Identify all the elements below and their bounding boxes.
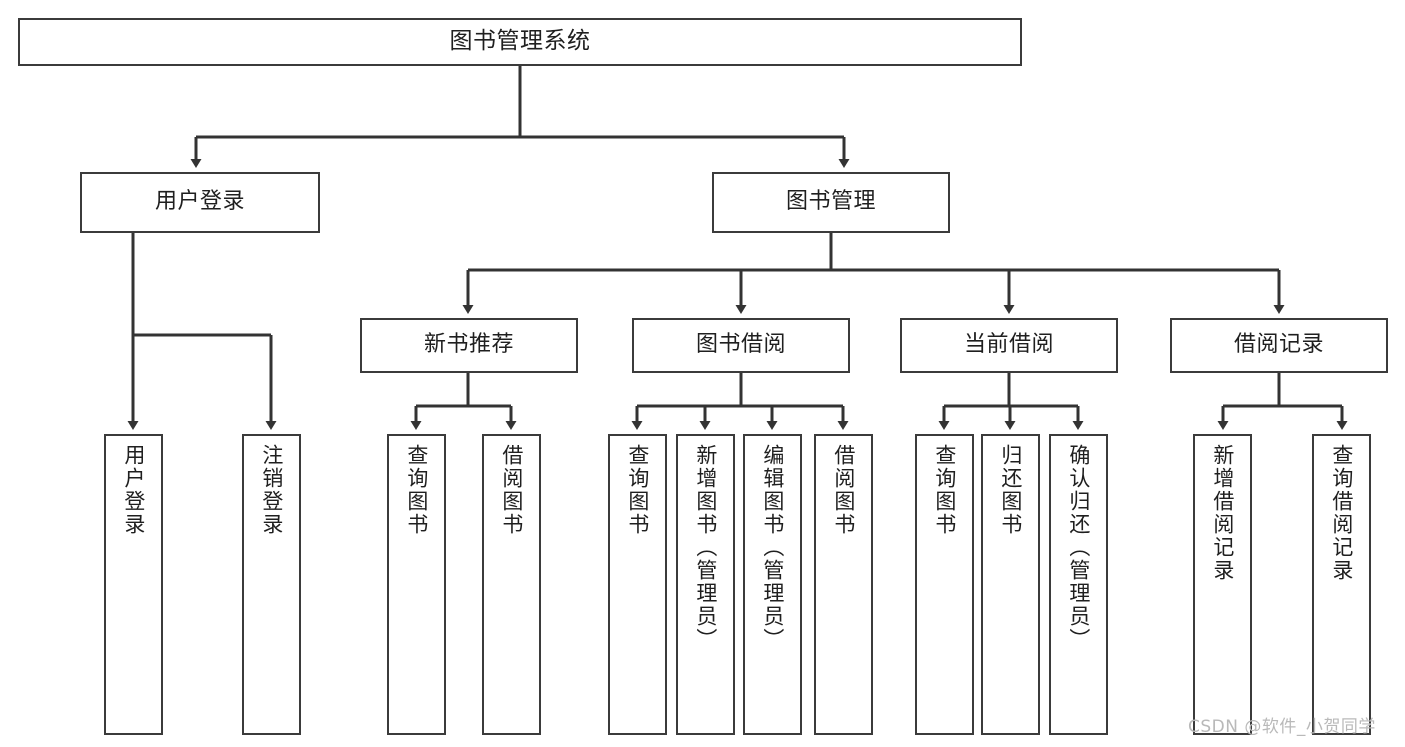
- node-user-login[interactable]: 用户登录: [80, 172, 320, 233]
- node-leaf-borrow-book-1[interactable]: 借阅图书: [482, 434, 541, 735]
- edge-record-to-leaves: [1217, 373, 1348, 430]
- node-leaf-edit-book[interactable]: 编辑图书（管理员）: [743, 434, 802, 735]
- edge-root-to-level2: [190, 66, 850, 168]
- node-leaf-add-record[interactable]: 新增借阅记录: [1193, 434, 1252, 735]
- node-leaf-query-record[interactable]: 查询借阅记录: [1312, 434, 1371, 735]
- node-borrow-record-label: 借阅记录: [1233, 332, 1324, 358]
- node-leaf-return-book-label: 归还图书: [998, 444, 1023, 536]
- node-root-system[interactable]: 图书管理系统: [18, 18, 1022, 66]
- edge-borrow-to-leaves: [631, 373, 849, 430]
- node-new-book-recommend-label: 新书推荐: [423, 332, 514, 358]
- node-book-borrow[interactable]: 图书借阅: [632, 318, 850, 373]
- csdn-watermark: CSDN @软件_小贺同学: [1188, 717, 1376, 737]
- node-current-borrow[interactable]: 当前借阅: [900, 318, 1118, 373]
- node-leaf-query-book-3[interactable]: 查询图书: [915, 434, 974, 735]
- node-leaf-logout-login[interactable]: 注销登录: [242, 434, 301, 735]
- node-leaf-query-book-1[interactable]: 查询图书: [387, 434, 446, 735]
- edge-current-to-leaves: [938, 373, 1084, 430]
- edge-userlogin-to-leaves: [127, 233, 277, 430]
- node-leaf-confirm-return-label: 确认归还（管理员）: [1066, 444, 1091, 651]
- node-user-login-label: 用户登录: [154, 189, 245, 215]
- node-leaf-query-book-2[interactable]: 查询图书: [608, 434, 667, 735]
- node-leaf-borrow-book-2[interactable]: 借阅图书: [814, 434, 873, 735]
- node-leaf-query-book-3-label: 查询图书: [932, 444, 957, 536]
- node-leaf-query-book-2-label: 查询图书: [625, 444, 650, 536]
- edge-recommend-to-leaves: [410, 373, 517, 430]
- node-leaf-borrow-book-2-label: 借阅图书: [831, 444, 856, 536]
- node-book-borrow-label: 图书借阅: [695, 332, 786, 358]
- node-book-manage-label: 图书管理: [785, 189, 876, 215]
- node-current-borrow-label: 当前借阅: [963, 332, 1054, 358]
- node-leaf-add-book[interactable]: 新增图书（管理员）: [676, 434, 735, 735]
- edge-bookmanage-to-level3: [462, 233, 1285, 314]
- node-borrow-record[interactable]: 借阅记录: [1170, 318, 1388, 373]
- node-leaf-query-book-1-label: 查询图书: [404, 444, 429, 536]
- node-leaf-add-book-label: 新增图书（管理员）: [693, 444, 718, 651]
- node-new-book-recommend[interactable]: 新书推荐: [360, 318, 578, 373]
- node-leaf-confirm-return[interactable]: 确认归还（管理员）: [1049, 434, 1108, 735]
- node-root-system-label: 图书管理系统: [449, 28, 591, 55]
- node-leaf-user-login[interactable]: 用户登录: [104, 434, 163, 735]
- node-leaf-add-record-label: 新增借阅记录: [1210, 444, 1235, 582]
- node-leaf-query-record-label: 查询借阅记录: [1329, 444, 1354, 582]
- node-leaf-logout-login-label: 注销登录: [259, 444, 284, 536]
- node-leaf-borrow-book-1-label: 借阅图书: [499, 444, 524, 536]
- node-book-manage[interactable]: 图书管理: [712, 172, 950, 233]
- node-leaf-edit-book-label: 编辑图书（管理员）: [760, 444, 785, 651]
- node-leaf-return-book[interactable]: 归还图书: [981, 434, 1040, 735]
- node-leaf-user-login-label: 用户登录: [121, 444, 146, 536]
